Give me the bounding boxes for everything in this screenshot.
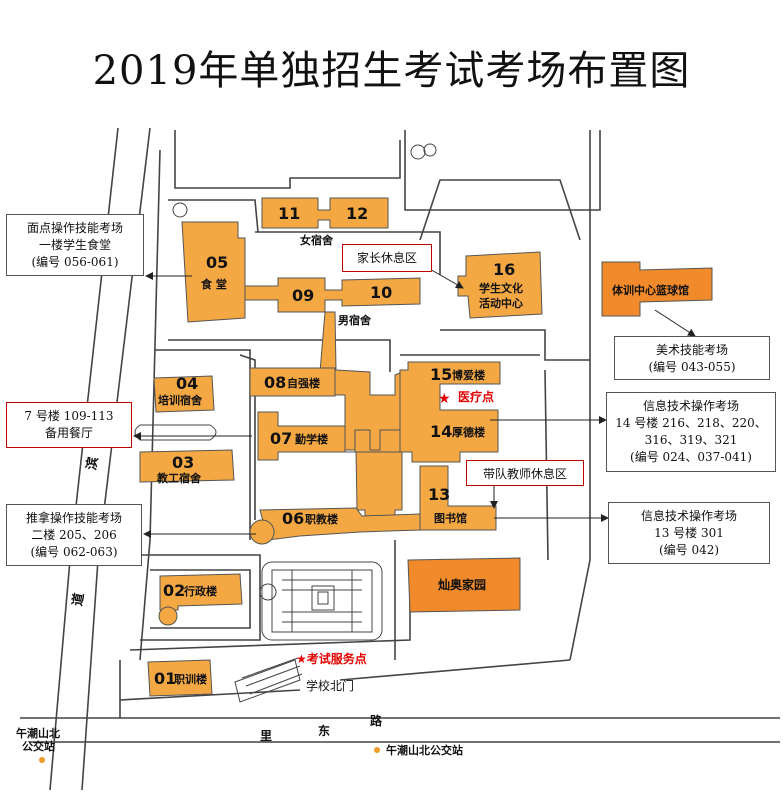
callout-teacher-rest: 带队教师休息区 <box>466 460 584 486</box>
callout-massage: 推拿操作技能考场 二楼 205、206 (编号 062-063) <box>6 504 142 566</box>
callout-it13-line2: 13 号楼 301 <box>654 526 724 540</box>
road-west-2: 道 <box>69 592 87 608</box>
callout-teacher-rest-line1: 带队教师休息区 <box>482 467 567 481</box>
label-07-name: 勤学楼 <box>295 432 328 446</box>
road-lidong-2: 东 <box>318 723 330 738</box>
label-girls-dorm: 女宿舍 <box>300 233 334 247</box>
label-01-num: 01 <box>154 669 176 688</box>
callout-art: 美术技能考场 (编号 043-055) <box>614 336 770 380</box>
callout-massage-line3: (编号 062-063) <box>30 545 118 559</box>
label-08-num: 08 <box>264 373 286 392</box>
fence-left <box>134 424 217 441</box>
label-13-name: 图书馆 <box>434 511 467 525</box>
label-03-name: 教工宿舍 <box>156 471 202 485</box>
label-boys-dorm: 男宿舍 <box>338 313 372 327</box>
callout-massage-line1: 推拿操作技能考场 <box>25 511 122 525</box>
label-07-num: 07 <box>270 429 292 448</box>
building-09 <box>244 277 421 313</box>
label-05-num: 05 <box>206 253 228 272</box>
label-12-num: 12 <box>346 204 368 223</box>
page-title: 2019年单独招生考试考场布置图 <box>92 48 691 94</box>
label-10-num: 10 <box>370 283 392 302</box>
callout-pastry: 面点操作技能考场 一楼学生食堂 (编号 056-061) <box>6 214 144 276</box>
label-15-num: 15 <box>430 365 452 384</box>
road-lidong-3: 路 <box>370 713 383 728</box>
callout-backup-dining-line2: 备用餐厅 <box>44 426 93 440</box>
label-06-num: 06 <box>282 509 304 528</box>
callout-massage-line2: 二楼 205、206 <box>31 528 117 542</box>
label-basketball: 体训中心篮球馆 <box>612 283 689 297</box>
road-lidong-1: 里 <box>260 728 272 743</box>
building-06 <box>259 507 421 541</box>
label-11-num: 11 <box>278 204 300 223</box>
bus-stop-bottom-icon <box>374 747 380 753</box>
callout-it14-line3: 316、319、321 <box>644 433 738 447</box>
callout-pastry-line1: 面点操作技能考场 <box>26 221 123 235</box>
building-05 <box>181 221 246 323</box>
building-11 <box>261 197 389 229</box>
label-02-name: 行政楼 <box>183 584 217 598</box>
stop-bottom: 午潮山北公交站 <box>386 743 463 757</box>
callout-it14-line4: (编号 024、037-041) <box>630 450 752 464</box>
callout-art-line2: (编号 043-055) <box>648 360 736 374</box>
label-03-num: 03 <box>172 453 194 472</box>
label-01-name: 职训楼 <box>174 672 207 686</box>
label-14-name: 厚德楼 <box>452 425 485 439</box>
label-05-name: 食 堂 <box>201 277 227 291</box>
callout-arrows <box>133 267 696 538</box>
label-medical: 医疗点 <box>458 389 494 404</box>
label-14-num: 14 <box>430 422 452 441</box>
callout-it14: 信息技术操作考场 14 号楼 216、218、220、 316、319、321 … <box>606 392 776 472</box>
building-08 <box>249 367 336 397</box>
label-16-num: 16 <box>493 260 515 279</box>
label-02-num: 02 <box>163 581 185 600</box>
label-exam-service: ★考试服务点 <box>296 651 367 666</box>
building-16 <box>457 251 543 319</box>
road-west-1: 滨 <box>83 456 101 472</box>
canao-building <box>407 557 521 613</box>
callout-pastry-line3: (编号 056-061) <box>31 255 119 269</box>
label-canao: 灿奥家园 <box>438 577 486 592</box>
tree-decoration <box>172 143 437 601</box>
label-08-name: 自强楼 <box>287 376 320 390</box>
callout-parent-rest: 家长休息区 <box>342 244 432 272</box>
callout-it13-line1: 信息技术操作考场 <box>640 509 737 523</box>
building-02 <box>159 573 243 611</box>
basketball-hall <box>601 261 713 317</box>
label-16-name2: 活动中心 <box>479 296 523 310</box>
callout-backup-dining-line1: 7 号楼 109-113 <box>24 409 114 423</box>
plaza <box>261 561 383 641</box>
stop-left-line2: 公交站 <box>22 739 55 753</box>
label-north-gate: 学校北门 <box>306 678 354 693</box>
callout-it13-line3: (编号 042) <box>658 543 720 557</box>
label-15-name: 博爱楼 <box>452 368 485 382</box>
label-04-name: 培训宿舍 <box>158 393 203 407</box>
label-04-num: 04 <box>176 374 198 393</box>
building-03 <box>139 449 235 483</box>
buildings <box>139 197 543 697</box>
building-04 <box>153 375 215 413</box>
medical-star-icon: ★ <box>438 391 451 407</box>
buildings-dark <box>407 261 713 613</box>
callout-it13: 信息技术操作考场 13 号楼 301 (编号 042) <box>608 502 770 564</box>
bus-stop-left-icon <box>39 757 45 763</box>
building-07 <box>257 411 401 461</box>
label-06-name: 职教楼 <box>305 512 338 526</box>
label-16-name1: 学生文化 <box>479 281 523 295</box>
label-13-num: 13 <box>428 485 450 504</box>
stop-left-line1: 午潮山北 <box>16 726 60 740</box>
callout-it14-line1: 信息技术操作考场 <box>642 399 739 413</box>
callout-backup-dining: 7 号楼 109-113 备用餐厅 <box>6 402 132 448</box>
label-09-num: 09 <box>292 286 314 305</box>
callout-art-line1: 美术技能考场 <box>655 343 728 357</box>
callout-it14-line2: 14 号楼 216、218、220、 <box>615 416 767 430</box>
callout-pastry-line2: 一楼学生食堂 <box>38 238 111 252</box>
building-14 <box>399 361 501 463</box>
callout-parent-rest-line1: 家长休息区 <box>356 251 417 265</box>
north-gate-steps <box>234 657 303 703</box>
building-01 <box>147 659 213 697</box>
